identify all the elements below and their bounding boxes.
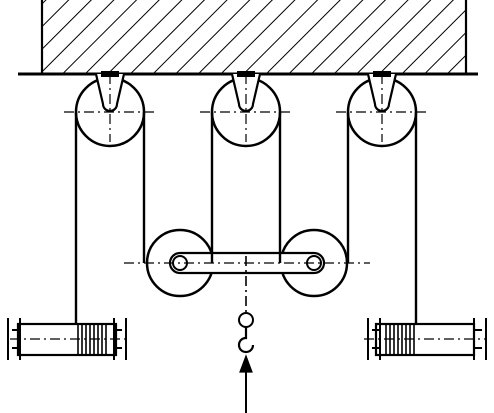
hook-eye	[238, 312, 254, 328]
rope-system	[74, 112, 418, 324]
ceiling	[18, 0, 478, 76]
hook-assembly	[237, 312, 255, 413]
right-winch-drum	[364, 318, 487, 360]
movable-pulley-block	[124, 228, 370, 314]
up-arrow-icon	[239, 354, 253, 373]
left-winch-drum	[7, 318, 130, 360]
fixed-pulley-middle	[200, 71, 294, 148]
ceiling-hatch	[42, 0, 466, 74]
hook-icon	[237, 327, 255, 354]
fixed-pulley-left	[64, 71, 156, 148]
